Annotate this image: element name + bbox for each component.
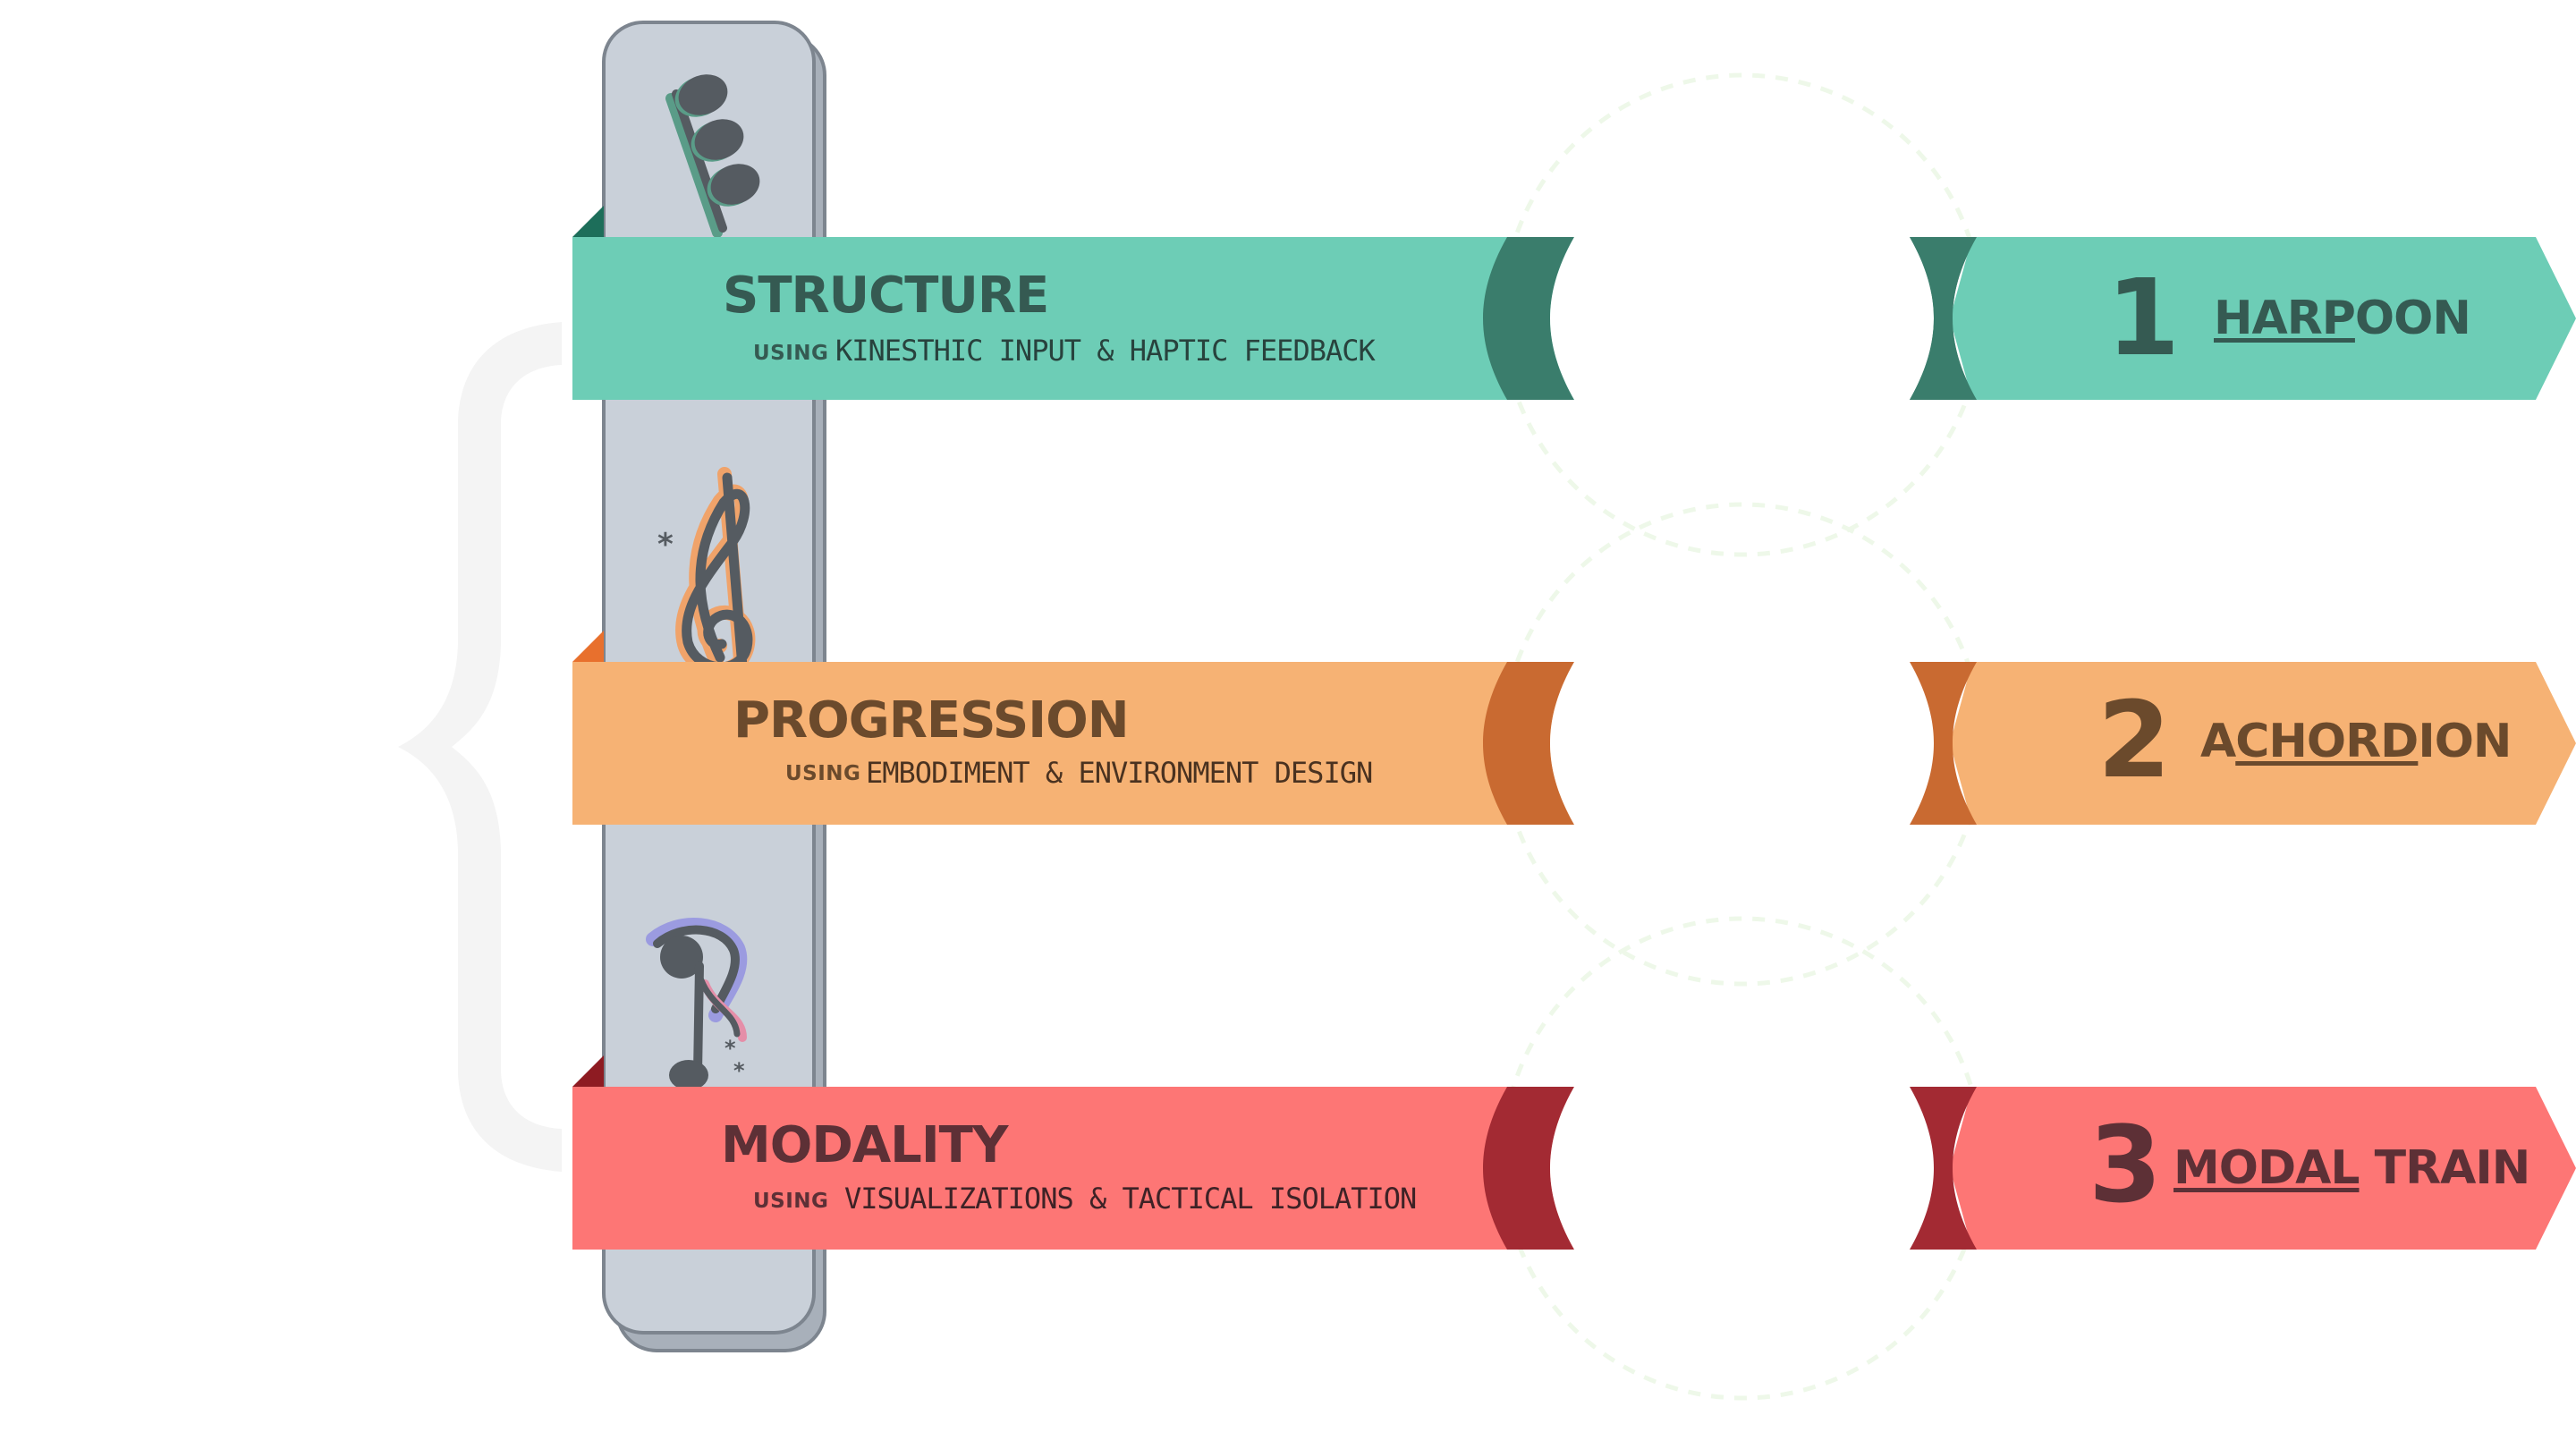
triplet-eighth-notes-icon xyxy=(665,74,760,238)
row-1-number: 1 xyxy=(2106,256,2181,379)
row-3-using-label: USING xyxy=(753,1190,829,1213)
row-1-subtitle: KINESTHIC INPUT & HAPTIC FEEDBACK xyxy=(835,334,1376,368)
row-1-name-part-2: OON xyxy=(2354,292,2471,345)
row-2-using-label: USING xyxy=(785,762,861,785)
row-1-title: STRUCTURE xyxy=(723,267,1049,325)
row-1-name-part-1: HARP xyxy=(2214,292,2356,345)
row-3-title: MODALITY xyxy=(721,1116,1008,1174)
row-1-using-label: USING xyxy=(753,342,829,365)
row-3-number: 3 xyxy=(2089,1103,2163,1226)
row-2-name-part-3: ION xyxy=(2418,715,2512,768)
row-3-name-part-1: MODAL xyxy=(2174,1141,2360,1195)
row-2-name-part-1: A xyxy=(2200,715,2236,768)
curly-brace xyxy=(398,322,562,1172)
row-structure-band xyxy=(572,206,2576,400)
row-3-name: MODAL TRAIN xyxy=(2174,1145,2530,1191)
sixteenth-note-icon: * * xyxy=(646,918,748,1090)
row-2-number: 2 xyxy=(2097,678,2172,801)
svg-text:*: * xyxy=(724,1036,736,1061)
svg-text:*: * xyxy=(733,1058,745,1083)
row-2-name-part-2: CHORD xyxy=(2235,715,2419,768)
row-1-name: HARPOON xyxy=(2214,292,2471,345)
row-2-title: PROGRESSION xyxy=(733,691,1130,750)
svg-text:*: * xyxy=(657,527,674,563)
row-progression-band xyxy=(572,631,2576,825)
row-2-name: ACHORDION xyxy=(2200,715,2512,768)
row-3-subtitle: VISUALIZATIONS & TACTICAL ISOLATION xyxy=(844,1182,1417,1216)
row-modality-band xyxy=(572,1055,2576,1250)
row-2-subtitle: EMBODIMENT & ENVIRONMENT DESIGN xyxy=(866,756,1373,790)
row-3-name-part-2: TRAIN xyxy=(2359,1141,2531,1195)
